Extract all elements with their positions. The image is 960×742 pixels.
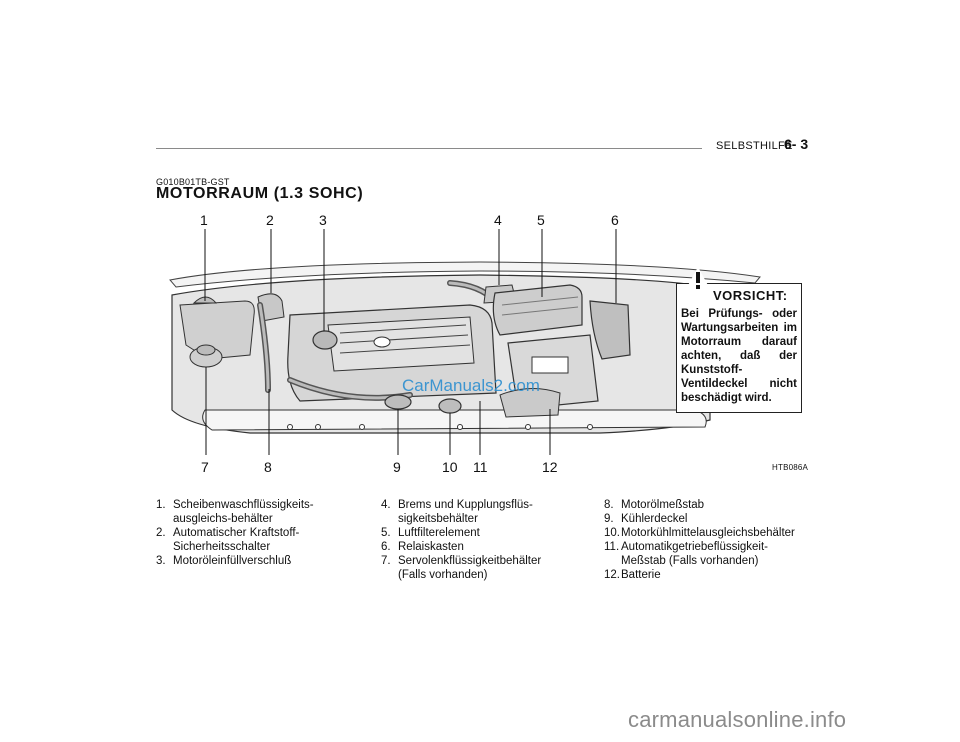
legend-label: Motorkühlmittelausgleichsbehälter bbox=[621, 527, 795, 539]
warning-title: VORSICHT: bbox=[713, 288, 788, 303]
legend-number: 11. bbox=[604, 541, 620, 553]
legend-number: 6. bbox=[381, 541, 391, 553]
legend-item: 4. Brems und Kupplungsflüs- sigkeitsbehäl… bbox=[381, 498, 571, 526]
page-number: 6- 3 bbox=[784, 136, 809, 152]
legend-number: 12. bbox=[604, 569, 620, 581]
legend-item: 1. Scheibenwaschflüssigkeits- ausgleichs-… bbox=[156, 498, 346, 526]
figure-code: HTB086A bbox=[772, 463, 809, 472]
callout-2: 2 bbox=[266, 212, 274, 228]
legend-item: 12.Batterie bbox=[604, 568, 804, 582]
legend-item: 5. Luftfilterelement bbox=[381, 526, 571, 540]
watermark-text: carmanualsonline.info bbox=[628, 707, 847, 732]
legend-label: Kühlerdeckel bbox=[621, 513, 688, 525]
legend-item: 2. Automatischer Kraftstoff- Sicherheitss… bbox=[156, 526, 346, 554]
legend-label: Automatikgetriebeflüssigkeit- Meßstab (F… bbox=[621, 541, 769, 567]
engine-bay-illustration: CarManuals2.com 1 2 3 4 5 6 7 8 9 10 11 … bbox=[169, 212, 761, 475]
legend-label: Automatischer Kraftstoff- Sicherheitssch… bbox=[173, 527, 300, 553]
document-code: G010B01TB-GST bbox=[156, 177, 230, 187]
callout-11: 11 bbox=[473, 459, 488, 475]
legend-number: 9. bbox=[604, 513, 614, 525]
figure-overlay-text: CarManuals2.com bbox=[402, 376, 540, 395]
callout-12: 12 bbox=[542, 459, 558, 475]
legend-label: Luftfilterelement bbox=[398, 527, 480, 539]
legend-label: Brems und Kupplungsflüs- sigkeitsbehälte… bbox=[398, 499, 533, 525]
legend-column-2: 4. Brems und Kupplungsflüs- sigkeitsbehäl… bbox=[381, 498, 571, 582]
callout-8: 8 bbox=[264, 459, 272, 475]
legend-number: 2. bbox=[156, 527, 166, 539]
legend-column-1: 1. Scheibenwaschflüssigkeits- ausgleichs-… bbox=[156, 498, 346, 568]
callout-3: 3 bbox=[319, 212, 327, 228]
legend-item: 11.Automatikgetriebeflüssigkeit- Meßstab… bbox=[604, 540, 804, 568]
callout-4: 4 bbox=[494, 212, 502, 228]
header-rule bbox=[156, 148, 702, 149]
legend-number: 8. bbox=[604, 499, 614, 511]
legend-item: 10.Motorkühlmittelausgleichsbehälter bbox=[604, 526, 804, 540]
legend-number: 5. bbox=[381, 527, 391, 539]
legend-number: 10. bbox=[604, 527, 620, 539]
exclamation-icon bbox=[685, 267, 711, 291]
callout-9: 9 bbox=[393, 459, 401, 475]
legend-item: 9. Kühlerdeckel bbox=[604, 512, 804, 526]
legend-label: Motorölmeßstab bbox=[621, 499, 705, 511]
legend-item: 3. Motoröleinfüllverschluß bbox=[156, 554, 346, 568]
legend-item: 7. Servolenkflüssigkeitbehälter (Falls vo… bbox=[381, 554, 571, 582]
legend-label: Servolenkflüssigkeitbehälter (Falls vorh… bbox=[398, 555, 542, 581]
warning-text: Bei Prüfungs- oder Wartungsarbeiten im M… bbox=[681, 308, 797, 404]
callout-1: 1 bbox=[200, 212, 208, 228]
section-title: MOTORRAUM (1.3 SOHC) bbox=[156, 185, 364, 202]
legend-item: 6. Relaiskasten bbox=[381, 540, 571, 554]
legend-item: 8. Motorölmeßstab bbox=[604, 498, 804, 512]
callout-6: 6 bbox=[611, 212, 619, 228]
legend-label: Scheibenwaschflüssigkeits- ausgleichs-be… bbox=[173, 499, 314, 525]
warning-box: VORSICHT: Bei Prüfungs- oder Wartungsarb… bbox=[676, 267, 802, 413]
callout-5: 5 bbox=[537, 212, 545, 228]
legend-label: Relaiskasten bbox=[398, 541, 464, 553]
header-section-label: SELBSTHILFE bbox=[716, 140, 793, 152]
callout-7: 7 bbox=[201, 459, 209, 475]
legend-label: Motoröleinfüllverschluß bbox=[173, 555, 292, 567]
legend-number: 1. bbox=[156, 499, 166, 511]
legend-number: 4. bbox=[381, 499, 391, 511]
legend-label: Batterie bbox=[621, 569, 661, 581]
callout-10: 10 bbox=[442, 459, 458, 475]
legend-number: 3. bbox=[156, 555, 166, 567]
legend-column-3: 8. Motorölmeßstab 9. Kühlerdeckel 10.Motor… bbox=[604, 498, 804, 582]
legend-number: 7. bbox=[381, 555, 391, 567]
